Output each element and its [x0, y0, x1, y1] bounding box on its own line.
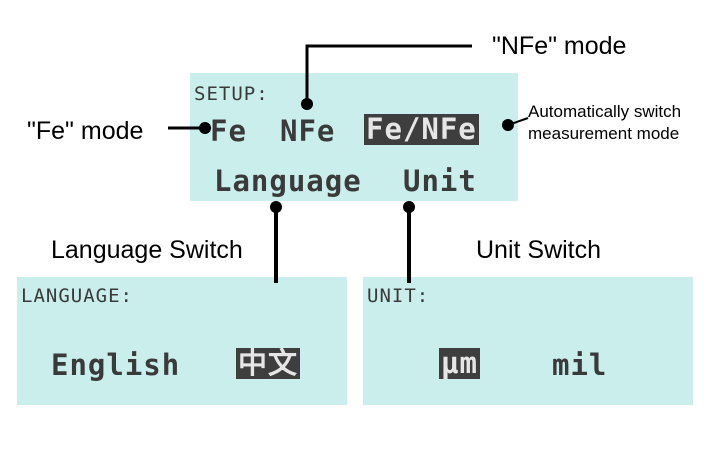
chinese-option-selected[interactable]: 中文 [236, 346, 301, 380]
unit-switch-label: Unit Switch [476, 236, 602, 264]
fe-connector-dot [199, 122, 211, 134]
setup-screen: SETUP: Fe NFe Fe/NFe Language Unit [190, 73, 518, 201]
um-option-selected[interactable]: μm [439, 346, 480, 380]
language-connector-dot [270, 201, 282, 213]
auto-connector-dot [502, 119, 514, 131]
setup-title: SETUP: [194, 83, 269, 105]
auto-switch-label-line2: measurement mode [528, 124, 680, 143]
fe-mode-label: "Fe" mode [27, 117, 144, 145]
language-screen: LANGUAGE: English 中文 [17, 277, 347, 405]
nfe-mode-label: "NFe" mode [492, 32, 627, 60]
unit-title: UNIT: [367, 285, 430, 307]
auto-switch-label-line1: Automatically switch [528, 102, 682, 121]
fe-option[interactable]: Fe [210, 114, 247, 148]
nfe-connector [305, 44, 472, 104]
language-switch-label: Language Switch [51, 236, 243, 264]
language-title: LANGUAGE: [21, 285, 133, 307]
fe-nfe-option-selected[interactable]: Fe/NFe [364, 112, 479, 146]
unit-connector-dot [403, 201, 415, 213]
nfe-option[interactable]: NFe [280, 114, 336, 148]
nfe-connector-dot [301, 98, 313, 110]
auto-switch-label: Automatically switch measurement mode [528, 101, 681, 145]
unit-menu-item[interactable]: Unit [403, 164, 477, 198]
unit-screen: UNIT: μm mil [363, 277, 693, 405]
language-menu-item[interactable]: Language [214, 164, 362, 198]
english-option[interactable]: English [51, 348, 181, 382]
mil-option[interactable]: mil [552, 348, 608, 382]
